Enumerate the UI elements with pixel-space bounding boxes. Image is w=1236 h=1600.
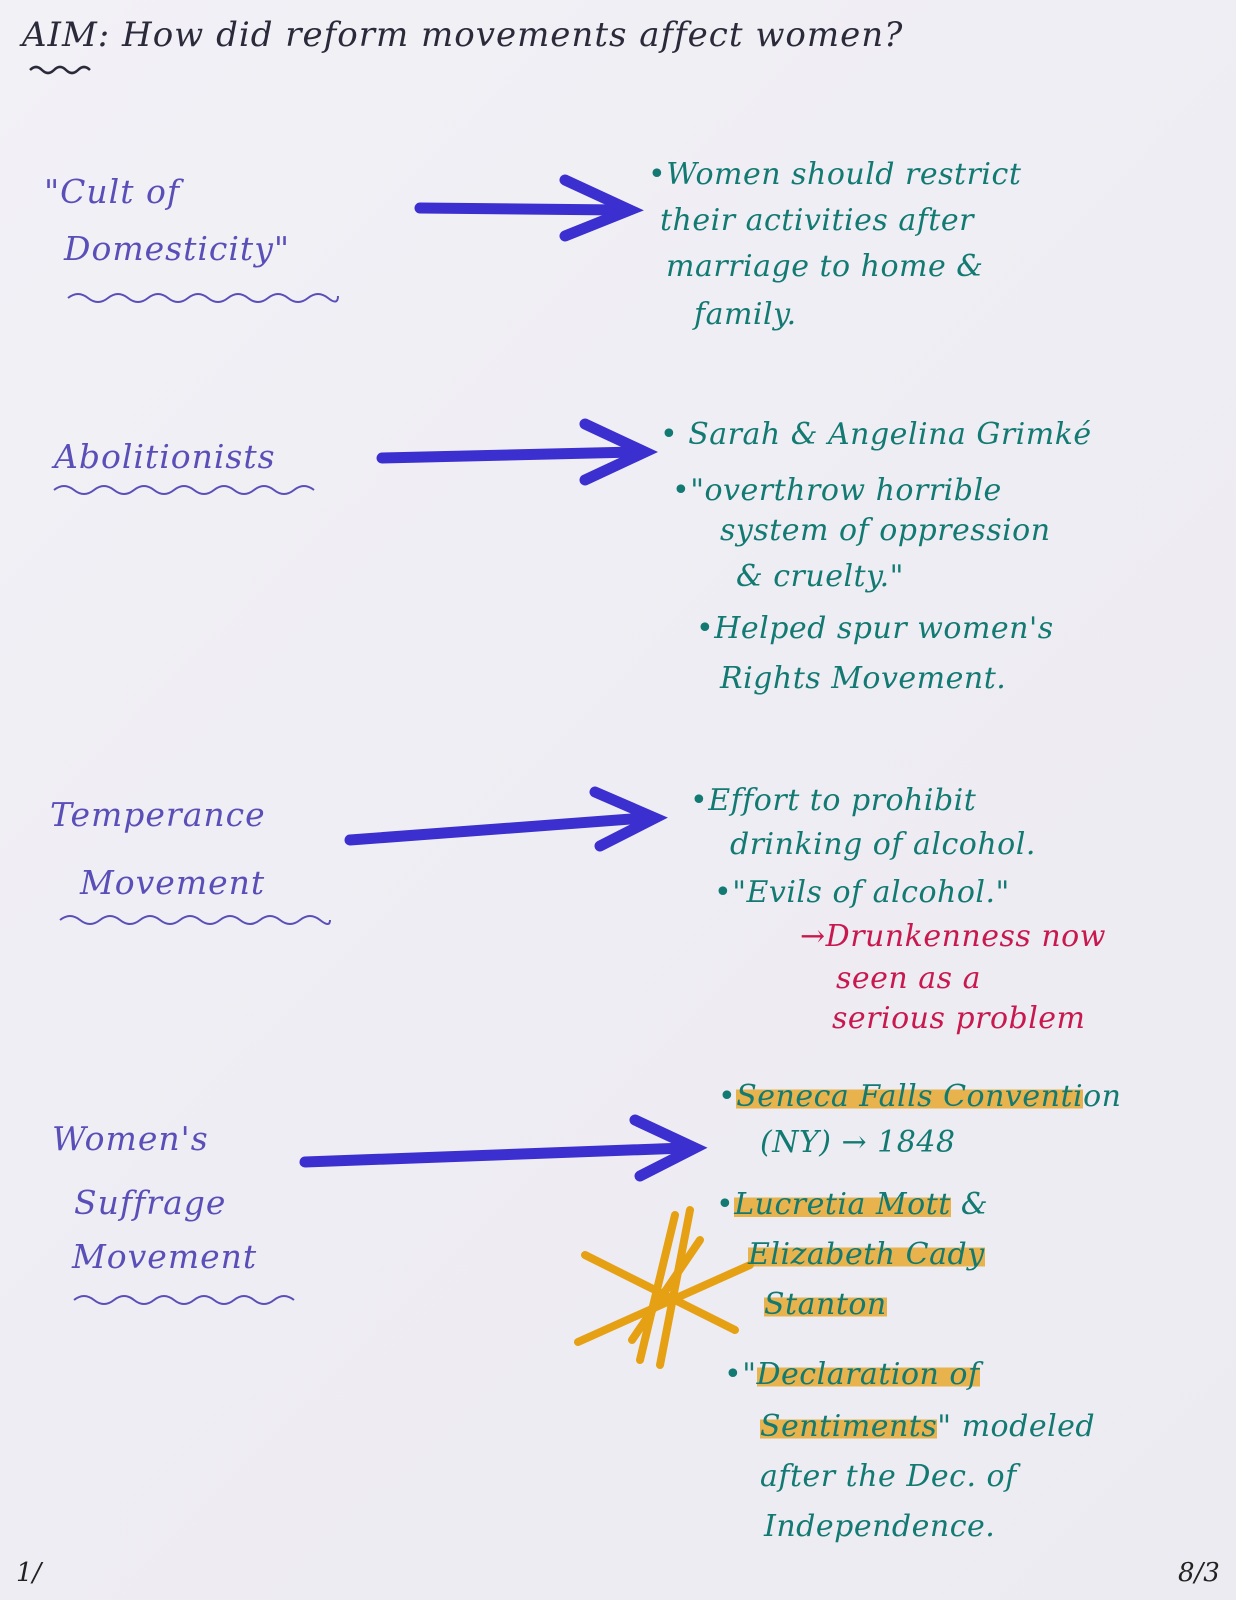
note-abol-1: • Sarah & Angelina Grimké [660, 417, 1092, 452]
underline-abolitionists [53, 485, 315, 495]
topic-suffrage-line1: Women's [52, 1119, 209, 1158]
aim-heading: AIM: How did reform movements affect wom… [22, 15, 904, 55]
note-suffrage-stanton: Stanton [764, 1287, 887, 1322]
note-abol-3: system of oppression [720, 513, 1051, 548]
note-suffrage-year: (NY) → 1848 [760, 1125, 956, 1160]
date-right: 8/3 [1178, 1558, 1220, 1588]
note-suffrage-after: after the Dec. of [760, 1459, 1017, 1494]
subnote-temp-2: seen as a [836, 961, 981, 996]
topic-temperance-line1: Temperance [50, 795, 266, 834]
topic-temperance-line2: Movement [80, 863, 266, 902]
arrow-3 [344, 786, 668, 852]
arrow-1 [414, 174, 644, 242]
note-abol-5: •Helped spur women's [696, 611, 1054, 646]
note-cult-4: family. [694, 297, 797, 332]
subnote-temp-1: →Drunkenness now [800, 919, 1106, 954]
note-suffrage-declaration: •"Declaration of [724, 1357, 980, 1392]
arrow-2 [376, 418, 659, 486]
note-temp-2: drinking of alcohol. [730, 827, 1036, 862]
highlight-sentiments: Sentiments [760, 1409, 938, 1444]
note-suffrage-mott: •Lucretia Mott & [716, 1187, 989, 1222]
note-cult-2: their activities after [660, 203, 974, 238]
note-temp-3: •"Evils of alcohol." [714, 875, 1010, 910]
highlight-elizabeth: Elizabeth Cady [748, 1237, 985, 1272]
highlight-seneca: Seneca Falls Conventi [736, 1079, 1084, 1114]
note-suffrage-elizabeth: Elizabeth Cady [748, 1237, 985, 1272]
topic-abolitionists: Abolitionists [54, 437, 276, 476]
note-temp-1: •Effort to prohibit [690, 783, 977, 818]
note-cult-1: •Women should restrict [648, 157, 1022, 192]
page-number-left: 1/ [16, 1558, 42, 1588]
highlight-stanton: Stanton [764, 1287, 887, 1322]
note-abol-2: •"overthrow horrible [672, 473, 1002, 508]
highlight-mott: Lucretia Mott [734, 1187, 951, 1222]
highlight-declaration: Declaration of [756, 1357, 980, 1392]
arrow-4 [299, 1114, 708, 1182]
star-highlight-mark [574, 1206, 754, 1369]
underline-temperance [59, 915, 331, 925]
topic-suffrage-line2: Suffrage [74, 1183, 227, 1222]
note-suffrage-sentiments: Sentiments" modeled [760, 1409, 1096, 1444]
note-abol-4: & cruelty." [736, 559, 904, 594]
subnote-temp-3: serious problem [832, 1001, 1086, 1036]
note-abol-6: Rights Movement. [720, 661, 1007, 696]
note-cult-3: marriage to home & [666, 249, 984, 284]
note-suffrage-independence: Independence. [764, 1509, 996, 1544]
note-suffrage-seneca: •Seneca Falls Convention [718, 1079, 1122, 1114]
underline-cult [67, 293, 339, 303]
topic-cult-line1: "Cult of [44, 172, 181, 211]
topic-suffrage-line3: Movement [72, 1237, 258, 1276]
underline-suffrage [73, 1295, 295, 1305]
topic-cult-line2: Domesticity" [64, 229, 291, 268]
